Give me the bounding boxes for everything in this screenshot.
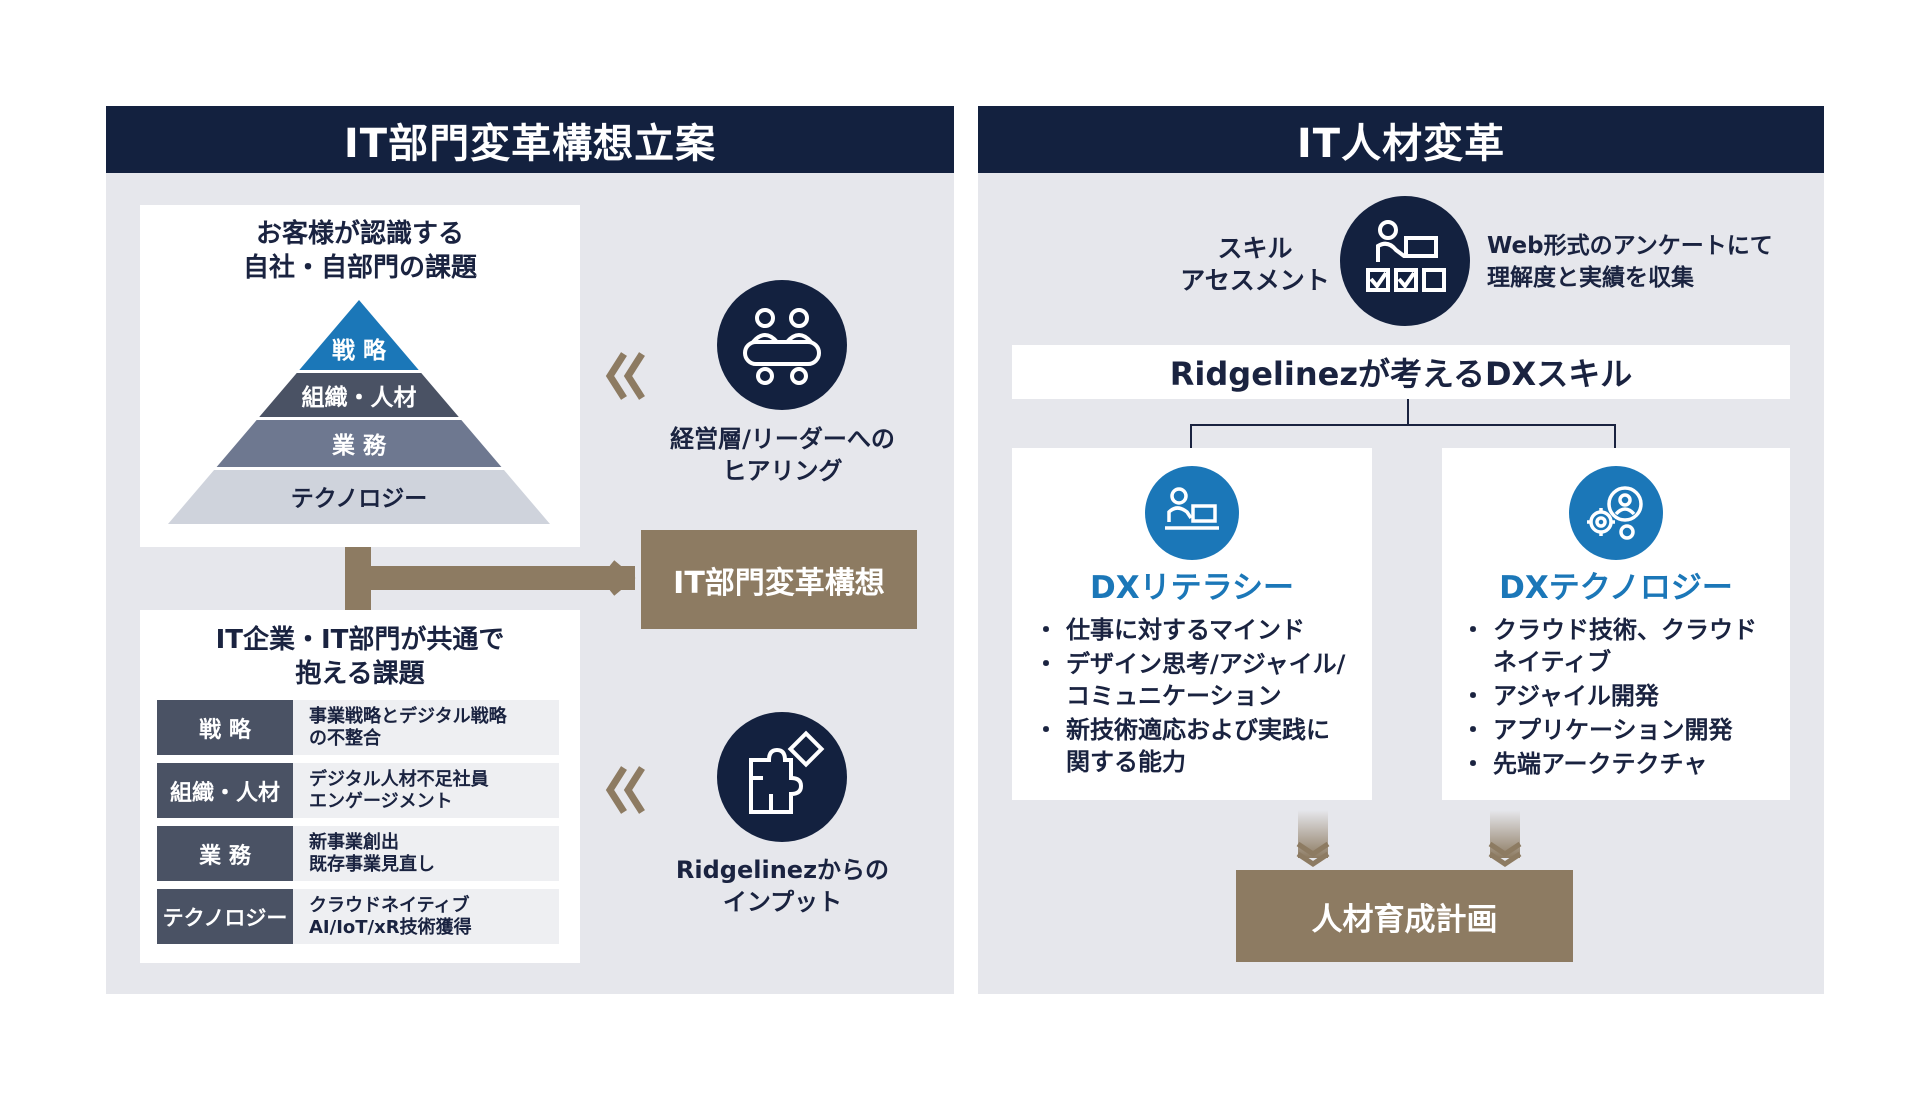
tree-right — [1614, 424, 1616, 448]
meeting-icon — [717, 280, 847, 410]
chevron-down-icon — [1488, 841, 1522, 868]
puzzle-icon — [717, 712, 847, 842]
dx-literacy-title: DXリテラシー — [1089, 569, 1294, 606]
pyramid-level-organization: 組織・人材 — [301, 385, 417, 411]
issue-label-organization: 組織・人材 — [157, 763, 293, 818]
issue-text-strategy: 事業戦略とデジタル戦略 の不整合 — [293, 700, 559, 755]
gear-user-icon — [1569, 466, 1663, 560]
hearing-label: 経営層/リーダーへの ヒアリング — [670, 425, 895, 485]
pyramid-level-technology: テクノロジー — [290, 486, 428, 512]
dx-technology-list: クラウド技術、クラウド ネイティブ アジャイル開発 アプリケーション開発 先端ア… — [1461, 614, 1777, 782]
list-item: デザイン思考/アジャイル/ コミュニケーション — [1034, 648, 1360, 712]
chevron-down-icon — [1296, 841, 1330, 868]
right-panel-header: IT人材変革 — [978, 106, 1824, 173]
web-survey-label: Web形式のアンケートにて 理解度と実績を収集 — [1487, 233, 1773, 291]
input-label: Ridgelinezからの インプット — [675, 856, 890, 916]
tree-bar — [1190, 424, 1616, 426]
list-item: 先端アークテクチャ — [1461, 748, 1777, 780]
tree-left — [1190, 424, 1192, 448]
list-item: アプリケーション開発 — [1461, 714, 1777, 746]
issue-label-strategy: 戦 略 — [157, 700, 293, 755]
dx-literacy-list: 仕事に対するマインド デザイン思考/アジャイル/ コミュニケーション 新技術適応… — [1034, 614, 1360, 780]
issue-label-technology: テクノロジー — [157, 889, 293, 944]
connector-arrow — [345, 566, 635, 590]
issue-text-operations: 新事業創出 既存事業見直し — [293, 826, 559, 881]
laptop-user-icon — [1145, 466, 1239, 560]
hr-development-plan-box: 人材育成計画 — [1236, 870, 1573, 962]
common-issues-title: IT企業・IT部門が共通で 抱える課題 — [215, 625, 505, 689]
dx-technology-title: DXテクノロジー — [1499, 569, 1733, 606]
list-item: クラウド技術、クラウド ネイティブ — [1461, 614, 1777, 678]
issue-text-technology: クラウドネイティブ AI/IoT/xR技術獲得 — [293, 889, 559, 944]
customer-issues-title: お客様が認識する 自社・自部門の課題 — [242, 219, 477, 283]
tree-stem — [1407, 399, 1409, 425]
it-transformation-concept-box: IT部門変革構想 — [641, 530, 917, 629]
chevron-left-icon — [605, 766, 645, 814]
skill-assessment-label: スキル アセスメント — [1180, 234, 1330, 295]
list-item: 新技術適応および実践に 関する能力 — [1034, 714, 1360, 778]
pyramid-level-strategy: 戦 略 — [331, 338, 386, 364]
list-item: 仕事に対するマインド — [1034, 614, 1360, 646]
issue-text-organization: デジタル人材不足社員 エンゲージメント — [293, 763, 559, 818]
list-item: アジャイル開発 — [1461, 680, 1777, 712]
connector-arrowhead — [609, 560, 636, 596]
survey-icon — [1340, 196, 1470, 326]
issue-label-operations: 業 務 — [157, 826, 293, 881]
pyramid: 戦 略 組織・人材 業 務 テクノロジー — [168, 300, 550, 524]
chevron-left-icon — [605, 352, 645, 400]
left-panel-header: IT部門変革構想立案 — [106, 106, 954, 173]
pyramid-level-operations: 業 務 — [331, 433, 386, 459]
dx-skill-title: Ridgelinezが考えるDXスキル — [1012, 345, 1790, 399]
